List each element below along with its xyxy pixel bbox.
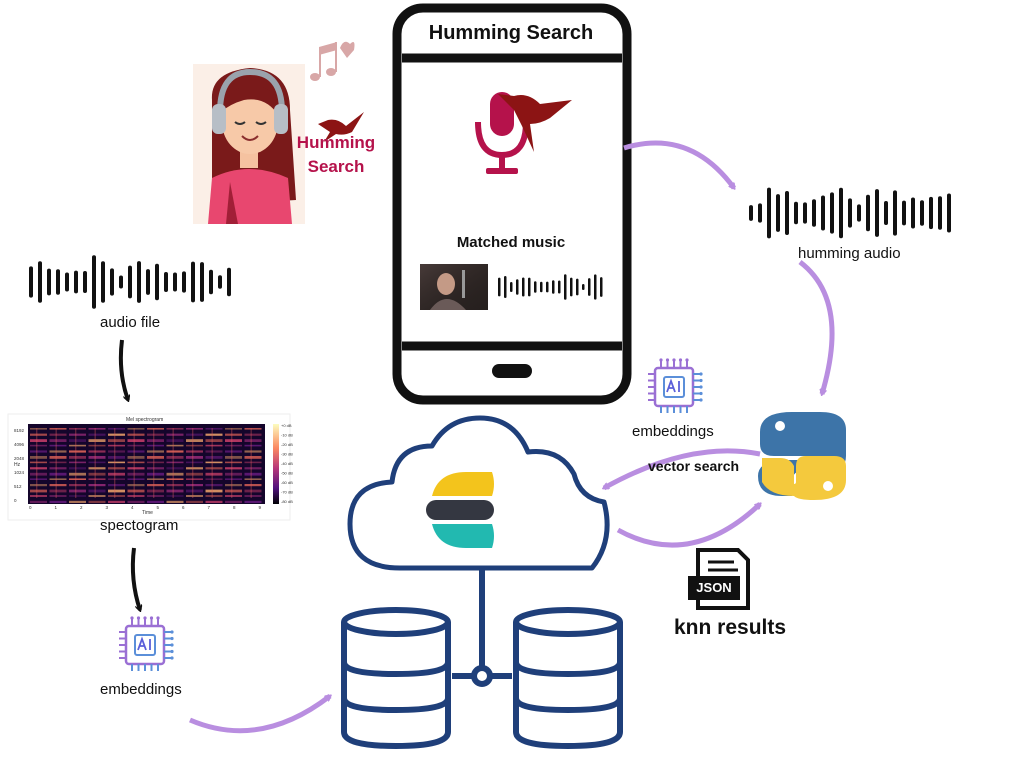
svg-text:0: 0 bbox=[14, 498, 17, 503]
spectrogram-ylabel: Hz bbox=[14, 462, 21, 468]
audio-file-label: audio file bbox=[100, 314, 161, 331]
svg-text:8192: 8192 bbox=[14, 428, 25, 433]
svg-text:6: 6 bbox=[182, 505, 185, 510]
humming-audio-label: humming audio bbox=[798, 245, 901, 262]
spectrogram-title: Mel spectrogram bbox=[126, 417, 163, 423]
spectrogram-figure: Mel spectrogram 8192 4096 2048 1024 512 0 0 1 2… bbox=[7, 413, 293, 521]
phone-mockup bbox=[392, 3, 632, 405]
ai-chip-icon bbox=[119, 616, 174, 671]
headphones-girl-avatar bbox=[193, 64, 305, 224]
arrow-knn-results bbox=[616, 504, 760, 548]
svg-text:-70 dB: -70 dB bbox=[281, 490, 293, 495]
svg-text:-50 dB: -50 dB bbox=[281, 471, 293, 476]
svg-text:9: 9 bbox=[259, 505, 262, 510]
svg-text:-80 dB: -80 dB bbox=[281, 499, 293, 504]
svg-text:4096: 4096 bbox=[14, 442, 25, 447]
arrow-phone-to-audio bbox=[623, 140, 737, 188]
waveform-icon bbox=[498, 274, 603, 300]
hummingbird-icon bbox=[498, 94, 572, 152]
home-button[interactable] bbox=[492, 364, 532, 378]
svg-text:2: 2 bbox=[80, 505, 83, 510]
spectrogram-label: spectogram bbox=[100, 517, 179, 534]
json-file-icon bbox=[688, 548, 750, 610]
svg-text:+0 dB: +0 dB bbox=[281, 423, 292, 428]
svg-text:2048: 2048 bbox=[14, 456, 25, 461]
logo-text: Humming Search bbox=[284, 131, 388, 179]
svg-text:-20 dB: -20 dB bbox=[281, 442, 293, 447]
embeddings-label-left: embeddings bbox=[100, 681, 182, 698]
svg-text:-60 dB: -60 dB bbox=[281, 480, 293, 485]
arrow-spectrogram-to-embeddings bbox=[130, 547, 140, 610]
spectrogram-colorbar bbox=[273, 424, 279, 504]
svg-text:1: 1 bbox=[55, 505, 58, 510]
svg-text:-40 dB: -40 dB bbox=[281, 461, 293, 466]
svg-text:5: 5 bbox=[157, 505, 160, 510]
arrow-audio-to-python bbox=[798, 260, 835, 394]
hummingbird-icon bbox=[318, 112, 364, 142]
arrow-embeddings-to-db bbox=[189, 694, 330, 734]
elastic-logo-icon bbox=[426, 472, 494, 548]
music-notes-icon bbox=[310, 41, 355, 81]
svg-text:1024: 1024 bbox=[14, 470, 25, 475]
ai-chip-icon bbox=[648, 358, 703, 413]
database-icon bbox=[341, 570, 623, 750]
svg-text:-30 dB: -30 dB bbox=[281, 452, 293, 457]
svg-text:8: 8 bbox=[233, 505, 236, 510]
arrow-audio-to-spectrogram bbox=[118, 339, 128, 400]
svg-text:7: 7 bbox=[208, 505, 211, 510]
knn-results-label: knn results bbox=[674, 616, 787, 639]
svg-text:-10 dB: -10 dB bbox=[281, 433, 293, 438]
svg-text:0: 0 bbox=[29, 505, 32, 510]
svg-text:4: 4 bbox=[131, 505, 134, 510]
vector-search-label: vector search bbox=[648, 458, 740, 474]
json-badge-text: JSON bbox=[696, 580, 732, 595]
waveform-icon bbox=[29, 255, 231, 309]
svg-text:3: 3 bbox=[106, 505, 109, 510]
embeddings-label-right: embeddings bbox=[632, 423, 714, 440]
matched-song-thumbnail[interactable] bbox=[420, 264, 488, 310]
arrow-vector-search bbox=[604, 448, 761, 491]
svg-text:512: 512 bbox=[14, 484, 22, 489]
spectrogram-xlabel: Time bbox=[142, 510, 153, 516]
waveform-icon bbox=[749, 187, 951, 239]
logo-word-search: Search bbox=[307, 157, 365, 176]
python-logo-icon bbox=[758, 412, 846, 500]
matched-music-label: Matched music bbox=[456, 234, 566, 251]
logo-word-humming: Humming bbox=[296, 133, 376, 152]
phone-title: Humming Search bbox=[428, 22, 594, 44]
